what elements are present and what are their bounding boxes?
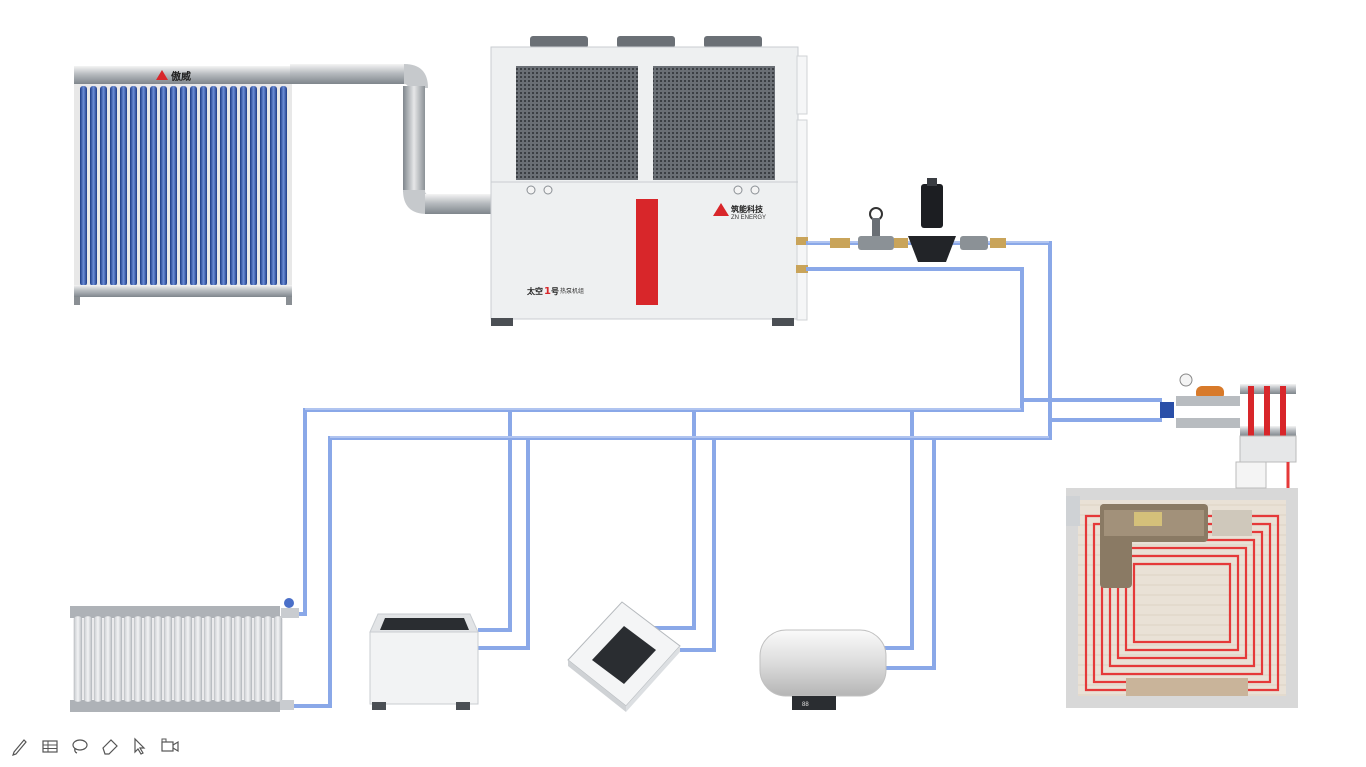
cursor-icon <box>134 737 146 755</box>
lasso-tool[interactable] <box>68 735 92 757</box>
highlighter-tool[interactable] <box>38 735 62 757</box>
solar-tube <box>230 86 237 286</box>
radiator-fin <box>173 615 183 703</box>
solar-tube <box>260 86 267 286</box>
heat-pump-unit: 筑能科技 ZN ENERGY 太空 1 号 热泵机组 <box>490 36 808 326</box>
radiator-fin <box>233 615 243 703</box>
lasso-icon <box>72 739 88 754</box>
solar-tube <box>150 86 157 286</box>
radiator-fin <box>193 615 203 703</box>
solar-tube <box>100 86 107 286</box>
floor-heating-manifold <box>1160 373 1297 488</box>
solar-tube <box>180 86 187 286</box>
camera-tool[interactable] <box>158 735 182 757</box>
solar-tube <box>90 86 97 286</box>
radiator-fin <box>103 615 113 703</box>
radiator-fin <box>243 615 253 703</box>
solar-tube <box>280 86 287 286</box>
gauge-knobs <box>526 185 760 195</box>
radiator-fin <box>223 615 233 703</box>
svg-text:筑能科技: 筑能科技 <box>731 204 764 214</box>
tv-cabinet <box>1126 678 1248 696</box>
floor-heating-room <box>1066 461 1298 708</box>
radiator-fin <box>153 615 163 703</box>
solar-tube <box>130 86 137 286</box>
pen-icon <box>12 739 27 756</box>
radiator-fin <box>183 615 193 703</box>
svg-text:ZN ENERGY: ZN ENERGY <box>731 215 766 221</box>
model-label: 太空 1 号 热泵机组 <box>526 286 584 297</box>
solar-brand-logo: 傲威 <box>156 70 191 83</box>
radiator-fin <box>123 615 133 703</box>
radiator-fin <box>143 615 153 703</box>
radiator-fin <box>273 615 283 703</box>
fan-vents <box>530 36 762 48</box>
solar-tube <box>210 86 217 286</box>
radiator-fin <box>253 615 263 703</box>
radiator-fin <box>93 615 103 703</box>
solar-tube <box>160 86 167 286</box>
solar-tube <box>140 86 147 286</box>
svg-text:太空: 太空 <box>526 286 543 296</box>
side-table <box>1212 510 1252 536</box>
solar-tube <box>200 86 207 286</box>
solar-tube <box>170 86 177 286</box>
solar-tube <box>270 86 277 286</box>
water-heater-tank: 88 <box>759 629 887 710</box>
annotation-toolbar <box>8 734 182 758</box>
svg-text:88: 88 <box>802 702 809 708</box>
svg-text:1: 1 <box>544 286 551 297</box>
radiator-fin <box>83 615 93 703</box>
radiator-fin <box>203 615 213 703</box>
solar-tube <box>110 86 117 286</box>
solar-collector: 傲威 <box>74 66 292 305</box>
solar-tube <box>120 86 127 286</box>
video-camera-icon <box>161 738 179 753</box>
red-stripe <box>636 199 658 305</box>
radiator-fin <box>73 615 83 703</box>
radiator-fin <box>213 615 223 703</box>
svg-text:热泵机组: 热泵机组 <box>560 287 584 295</box>
solar-tube <box>220 86 227 286</box>
solar-tube <box>250 86 257 286</box>
radiator-fin <box>113 615 123 703</box>
svg-text:傲威: 傲威 <box>171 70 191 83</box>
heating-coil <box>1084 514 1280 692</box>
eraser-tool[interactable] <box>98 735 122 757</box>
radiator-fin <box>263 615 273 703</box>
collector-pipe <box>290 64 491 214</box>
grid-icon <box>42 740 58 753</box>
circulation-pump <box>908 178 956 262</box>
radiator-fin <box>133 615 143 703</box>
cassette-ac <box>567 601 681 712</box>
radiator-fin <box>163 615 173 703</box>
pointer-tool[interactable] <box>128 735 152 757</box>
heat-pump-logo: 筑能科技 ZN ENERGY <box>713 203 766 221</box>
solar-tube <box>80 86 87 286</box>
valve-assembly <box>830 207 1006 250</box>
pipe-network <box>288 241 1162 708</box>
solar-tube <box>240 86 247 286</box>
pen-tool[interactable] <box>8 735 32 757</box>
eraser-icon <box>102 739 118 755</box>
fan-coil-unit <box>369 613 479 710</box>
solar-tube <box>190 86 197 286</box>
sofa <box>1100 504 1208 588</box>
radiator <box>70 598 299 712</box>
svg-text:号: 号 <box>551 287 559 296</box>
